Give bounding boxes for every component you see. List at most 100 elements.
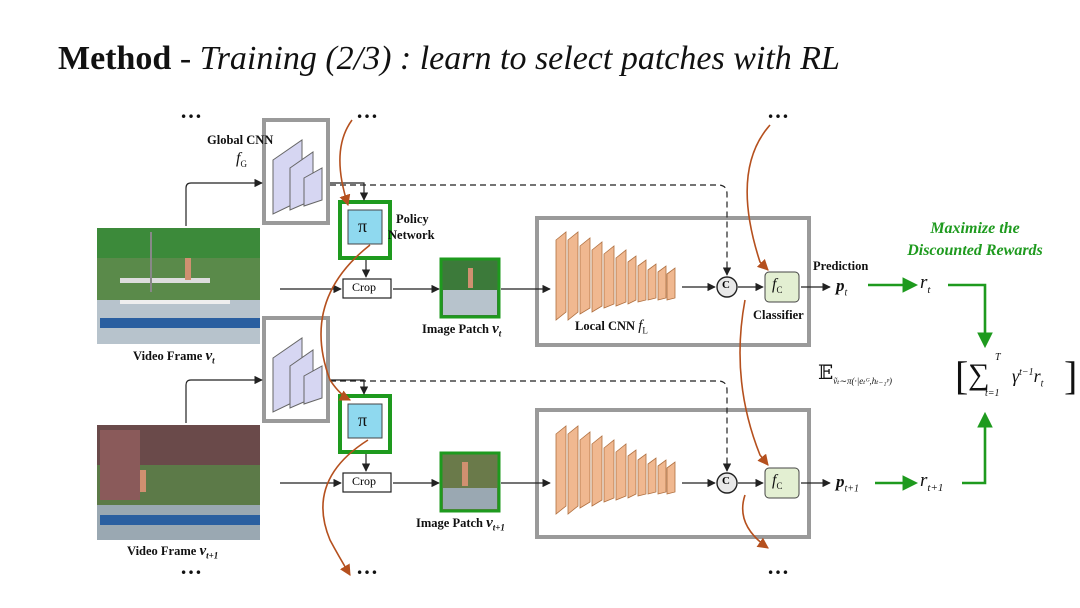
- prediction-label: Prediction: [813, 259, 869, 273]
- video-frame-label-bottom: Video Frame vt+1: [127, 543, 218, 561]
- image-patch-text-bottom: Image Patch: [416, 516, 483, 530]
- dashed-global-feature-lines: [330, 184, 732, 472]
- sum-term: γt−1rt: [1012, 366, 1043, 390]
- local-cnn-container-top: [535, 216, 811, 347]
- crop-label-top: Crop: [352, 280, 376, 294]
- ellipsis-bottom-right: …: [767, 554, 790, 579]
- local-cnn-layers-top: [555, 231, 676, 321]
- maximize-line2: Discounted Rewards: [907, 242, 1043, 259]
- reward-sub-top: t: [927, 283, 931, 296]
- classifier-symbol-bottom: fC: [772, 472, 782, 491]
- video-frame-t-bottom: t+1: [206, 550, 219, 561]
- policy-label-line2: Network: [388, 228, 435, 242]
- local-cnn-sub: L: [642, 325, 648, 336]
- global-cnn-top: [262, 118, 330, 225]
- sum-symbol: ∑: [968, 358, 990, 391]
- classifier-label: Classifier: [753, 308, 804, 322]
- ellipsis-top-left: …: [180, 98, 203, 123]
- gamma-exponent: t−1: [1019, 367, 1034, 378]
- prediction-p-bottom: p: [836, 472, 845, 491]
- ellipsis-top-right: …: [767, 98, 790, 123]
- reward-bottom: rt+1: [920, 470, 943, 494]
- video-frame-text-top: Video Frame: [133, 349, 203, 363]
- local-cnn-label: Local CNN fL: [575, 318, 648, 336]
- bracket-left: [: [955, 353, 969, 398]
- reward-r-top: r: [920, 272, 928, 293]
- global-cnn-label: Global CNN: [207, 133, 273, 148]
- crop-box-top: [342, 278, 392, 299]
- sum-r-sub: t: [1040, 378, 1044, 390]
- video-frame-t-top: t: [212, 355, 215, 366]
- maximize-note: Maximize the Discounted Rewards: [880, 218, 1070, 262]
- reward-arrows: [868, 277, 993, 491]
- policy-network-bottom: [338, 394, 392, 454]
- classifier-sub-top: C: [776, 285, 783, 296]
- global-cnn-bottom: [262, 316, 330, 423]
- ellipsis-bottom-left: …: [180, 554, 203, 579]
- global-cnn-text: Global CNN: [207, 133, 274, 147]
- video-frame-v-top: v: [205, 348, 213, 364]
- global-cnn-f: f: [236, 150, 241, 167]
- classifier-box-top: [764, 271, 800, 303]
- expectation-formula: 𝔼ṽₜ∼π(·|eₜᴳ,hₜ₋₁ᵖ): [818, 360, 892, 387]
- sum-bottom: t=1: [985, 388, 1000, 399]
- prediction-p-top: p: [836, 276, 845, 295]
- concat-circle-bottom: [716, 472, 738, 494]
- recurrent-arrows: [320, 119, 771, 576]
- image-patch-t-bottom: t+1: [492, 522, 505, 533]
- ellipsis-bottom-middle: …: [356, 554, 379, 579]
- global-cnn-symbol: fG: [236, 150, 247, 169]
- image-patch-label-top: Image Patch vt: [422, 321, 501, 339]
- local-cnn-text: Local CNN: [575, 319, 636, 333]
- crop-label-bottom: Crop: [352, 474, 376, 488]
- local-cnn-container-bottom: [535, 408, 811, 539]
- concat-label-bottom: C: [722, 475, 730, 487]
- classifier-f-bottom: f: [772, 472, 777, 489]
- reward-r-bottom: r: [920, 470, 928, 491]
- video-frame-top-image: [97, 228, 260, 344]
- reward-sub-bottom: t+1: [927, 481, 944, 494]
- title-separator: -: [171, 40, 200, 77]
- concat-label-top: C: [722, 279, 730, 291]
- prediction-top: pt: [836, 276, 847, 298]
- pi-symbol-bottom: π: [358, 410, 368, 430]
- reward-top: rt: [920, 272, 930, 296]
- image-patch-text-top: Image Patch: [422, 322, 489, 336]
- policy-label-line1: Policy: [396, 212, 429, 226]
- image-patch-top: [439, 257, 501, 319]
- concat-circle-top: [716, 276, 738, 298]
- video-frame-label-top: Video Frame vt: [133, 348, 215, 366]
- prediction-sub-top: t: [844, 287, 848, 299]
- local-cnn-f: f: [638, 318, 643, 334]
- crop-box-bottom: [342, 472, 392, 493]
- expectation-subscript: ṽₜ∼π(·|eₜᴳ,hₜ₋₁ᵖ): [833, 376, 892, 386]
- title-bold: Method: [58, 40, 172, 77]
- prediction-sub-bottom: t+1: [844, 483, 860, 495]
- classifier-sub-bottom: C: [776, 481, 783, 492]
- video-frame-text-bottom: Video Frame: [127, 544, 197, 558]
- maximize-line1: Maximize the: [930, 220, 1020, 237]
- global-cnn-sub: G: [240, 159, 247, 170]
- image-patch-bottom: [439, 451, 501, 513]
- image-patch-v-bottom: v: [486, 515, 493, 531]
- pi-symbol-top: π: [358, 216, 368, 236]
- title-italic: Training (2/3) : learn to select patches…: [199, 40, 840, 77]
- gamma-symbol: γ: [1012, 366, 1020, 386]
- image-patch-v-top: v: [492, 321, 499, 337]
- classifier-f-top: f: [772, 276, 777, 293]
- classifier-box-bottom: [764, 467, 800, 499]
- video-frame-v-bottom: v: [199, 543, 207, 559]
- bracket-right: ]: [1064, 353, 1078, 398]
- classifier-symbol-top: fC: [772, 276, 782, 295]
- slide-title: Method - Training (2/3) : learn to selec…: [58, 40, 840, 78]
- local-cnn-layers-bottom: [555, 425, 676, 515]
- sum-top: T: [995, 352, 1001, 363]
- ellipsis-top-middle: …: [356, 98, 379, 123]
- image-patch-label-bottom: Image Patch vt+1: [416, 515, 505, 533]
- prediction-bottom: pt+1: [836, 472, 859, 494]
- video-frame-bottom-image: [97, 425, 260, 540]
- sum-r: r: [1033, 366, 1041, 386]
- expectation-symbol: 𝔼: [818, 362, 834, 384]
